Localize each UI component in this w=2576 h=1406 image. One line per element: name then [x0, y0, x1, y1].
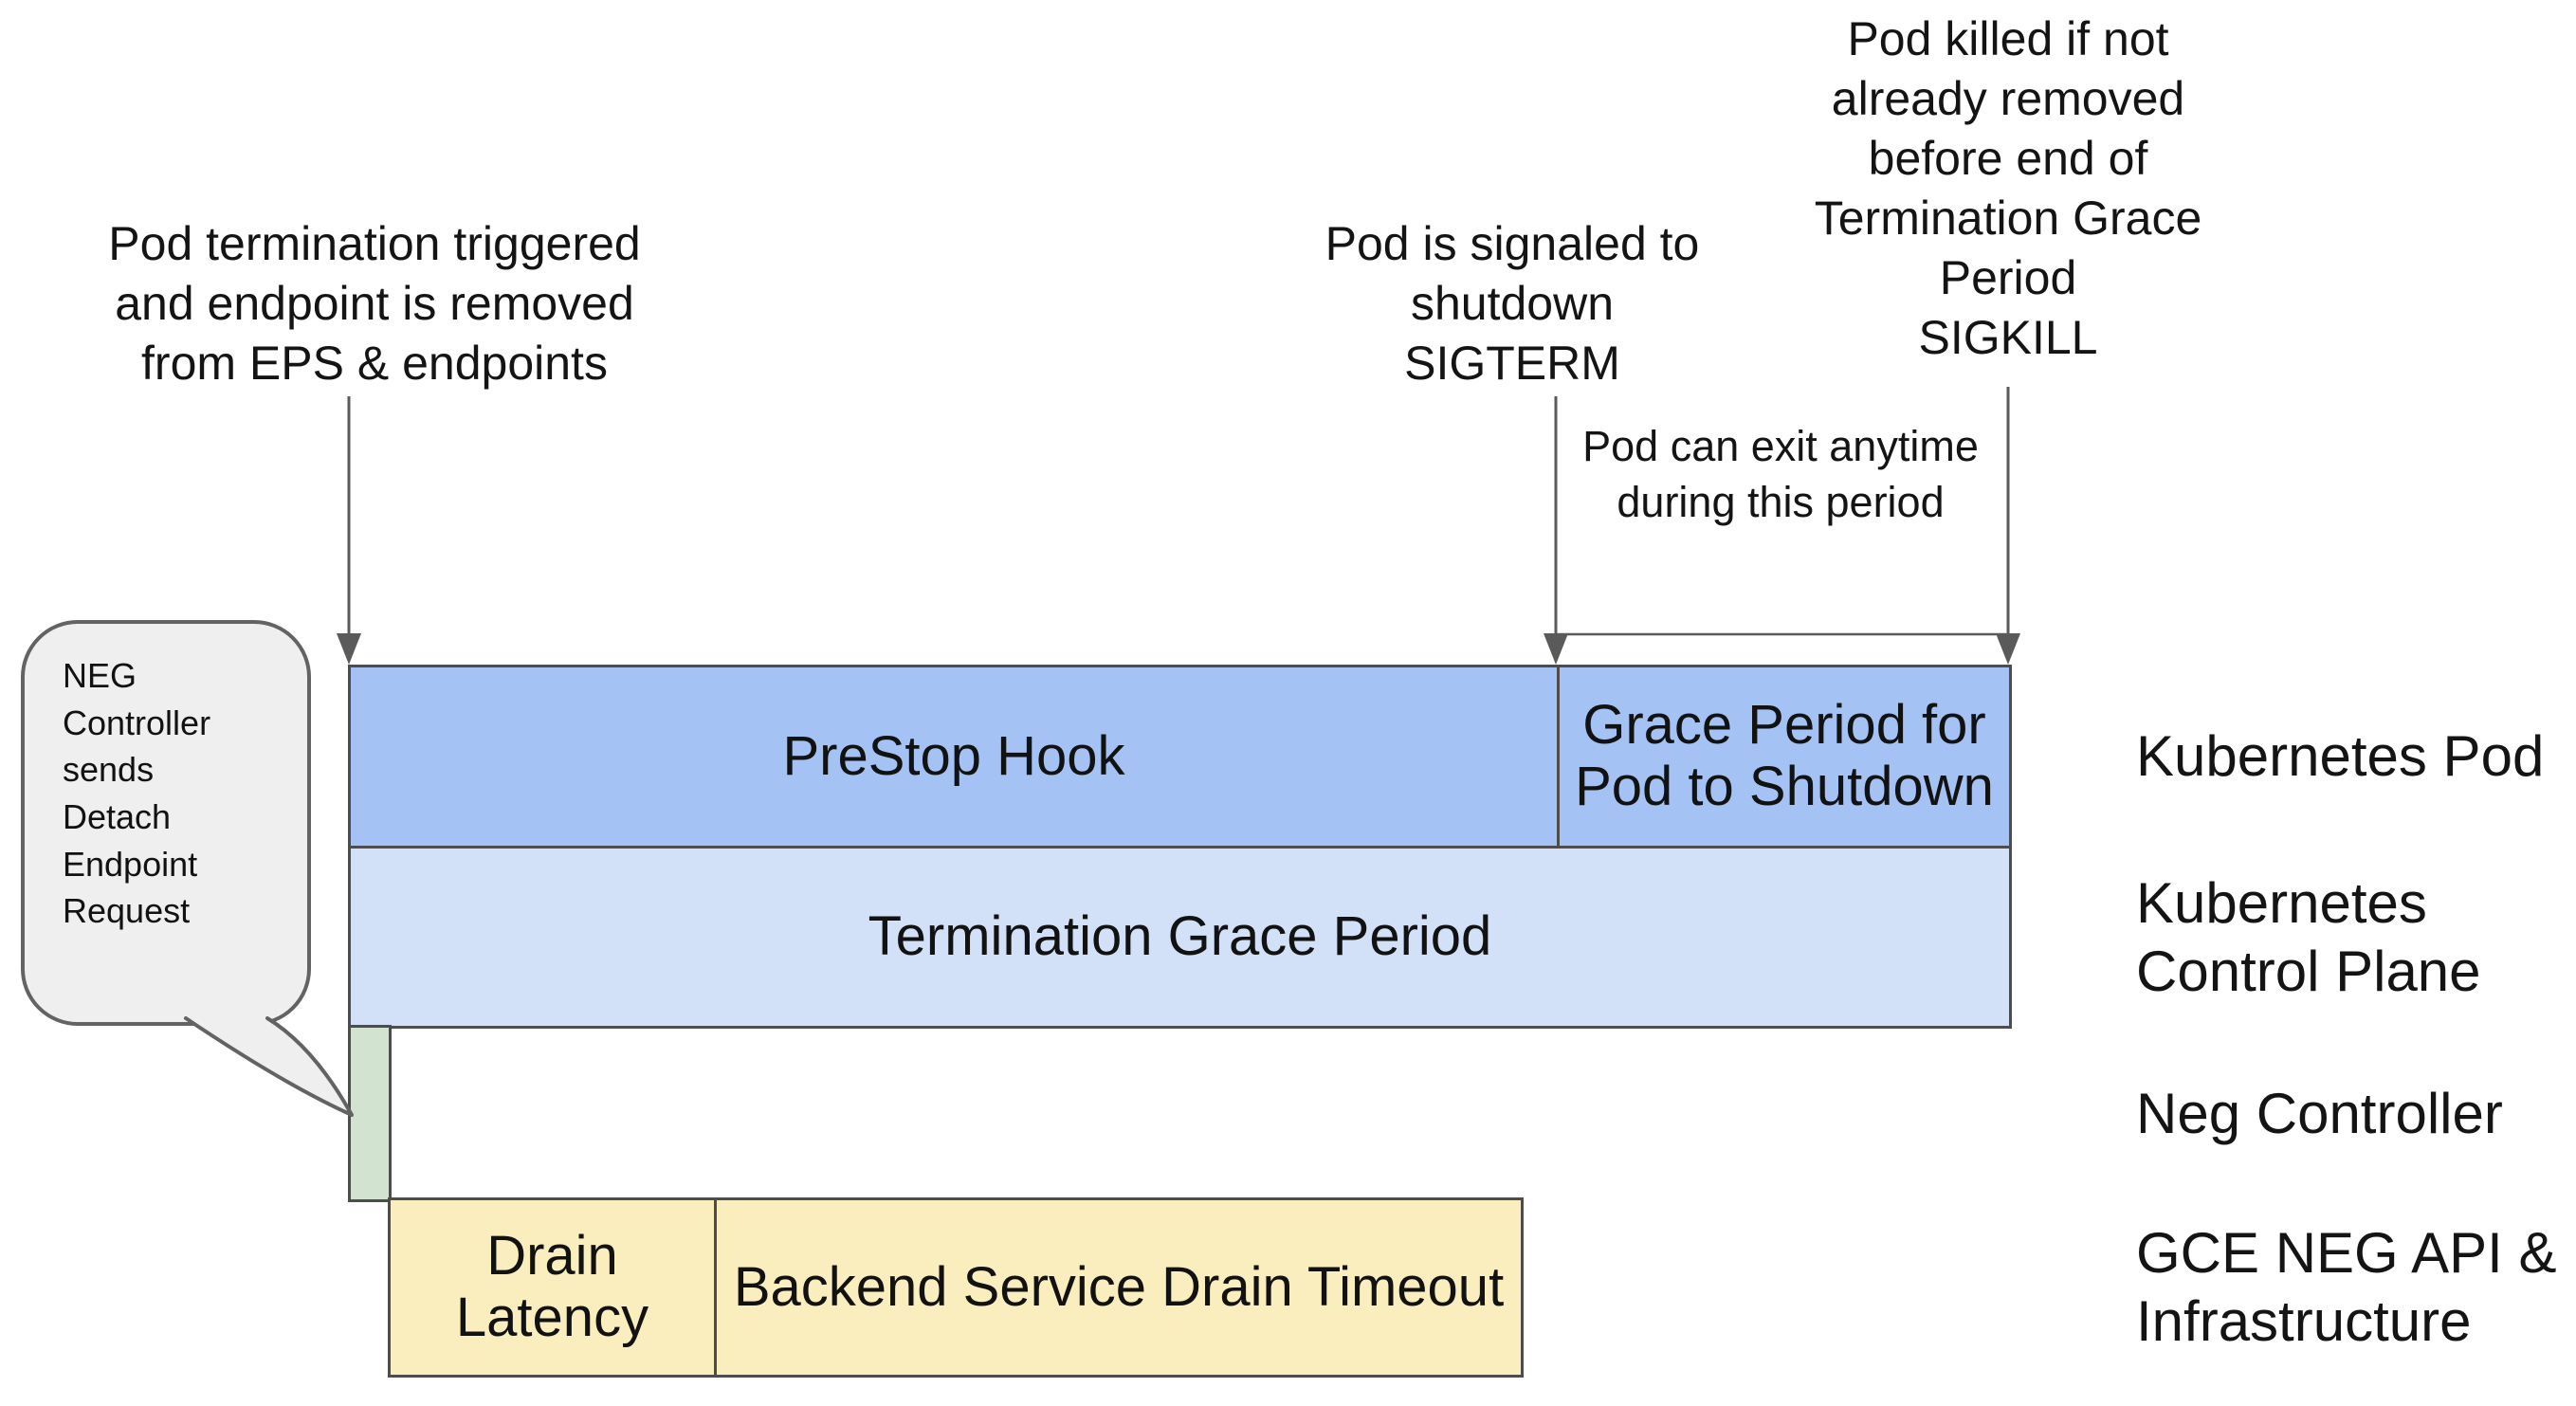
arrowhead-sigterm-icon	[1544, 633, 1568, 665]
kubernetes-pod-bar: PreStop Hook Grace Period for Pod to Shu…	[348, 665, 2012, 849]
neg-controller-callout-bubble: NEG Controller sends Detach Endpoint Req…	[21, 620, 311, 1026]
annotation-pod-can-exit-anytime: Pod can exit anytime during this period	[1582, 422, 1979, 526]
callout-tail	[184, 1016, 354, 1117]
prestop-hook-segment: PreStop Hook	[782, 724, 1125, 787]
neg-controller-detach-marker	[348, 1025, 392, 1202]
lane-label-kubernetes-control-plane: Kubernetes Control Plane	[2136, 870, 2481, 1003]
termination-grace-period-segment: Termination Grace Period	[868, 905, 1492, 968]
gce-neg-api-bar: Drain Latency Backend Service Drain Time…	[388, 1197, 1524, 1378]
arrowheads	[337, 633, 2020, 665]
annotation-pod-termination-triggered: Pod termination triggered and endpoint i…	[108, 217, 641, 390]
annotation-sigterm: Pod is signaled to shutdown SIGTERM	[1325, 217, 1700, 390]
grace-period-segment: Grace Period for Pod to Shutdown	[1557, 667, 2009, 846]
annotation-sigkill: Pod killed if not already removed before…	[1814, 12, 2202, 364]
termination-grace-period-bar: Termination Grace Period	[348, 846, 2012, 1029]
lane-label-gce-neg-api: GCE NEG API & Infrastructure	[2136, 1221, 2557, 1353]
arrowhead-termination-icon	[337, 633, 361, 665]
drain-latency-segment: Drain Latency	[455, 1225, 649, 1348]
arrowhead-sigkill-icon	[1996, 633, 2020, 665]
lane-label-kubernetes-pod: Kubernetes Pod	[2136, 724, 2545, 788]
lane-label-neg-controller: Neg Controller	[2136, 1081, 2503, 1145]
backend-service-drain-timeout-segment: Backend Service Drain Timeout	[714, 1200, 1521, 1375]
